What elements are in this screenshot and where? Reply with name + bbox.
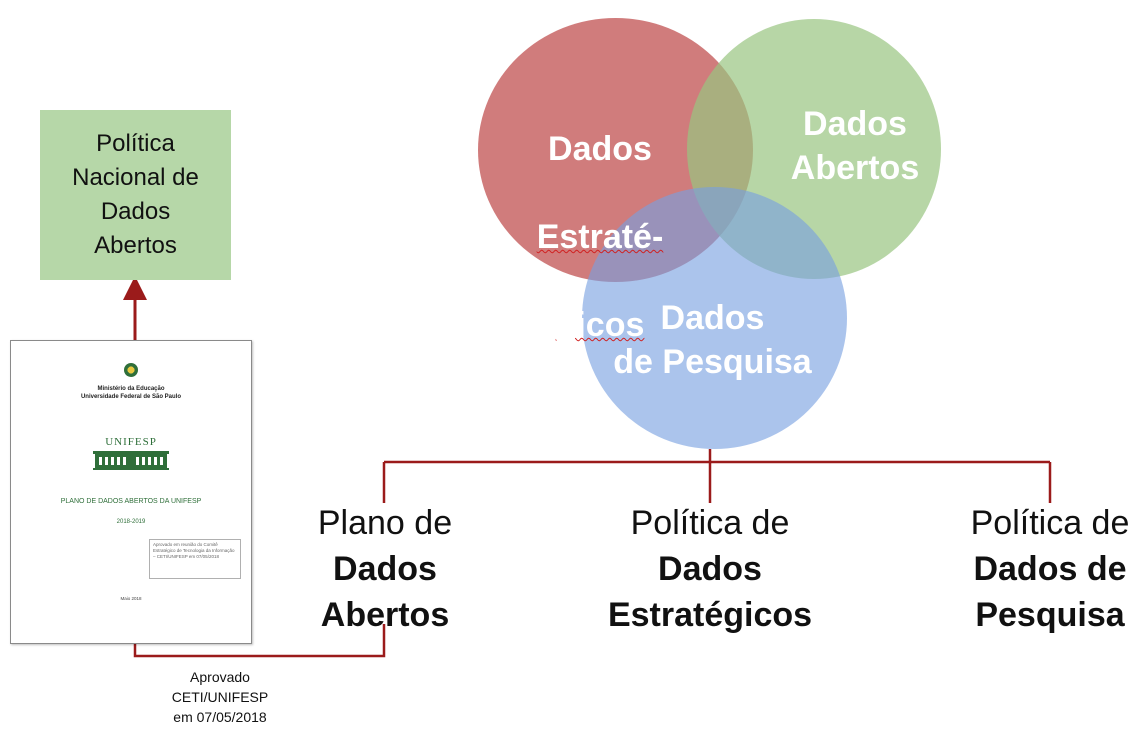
politica-pesq-line1: Política de [970,504,1130,542]
politica-estr-line2: Dados [658,550,762,588]
politica-dados-estrategicos-label: Política de Dados Estratégicos [585,500,835,638]
estrategicos-line1: Dados [548,130,652,168]
label-dados-abertos: Dados Abertos [790,105,920,187]
approval-line3: em 07/05/2018 [173,709,267,725]
politica-pesq-line3: Pesquisa [975,596,1125,634]
approval-line2: CETI/UNIFESP [171,689,269,705]
politica-nacional-label: Política Nacional de Dados Abertos [72,130,199,259]
doc-approval-note: Aprovado em reunião do Comitê Estratégic… [149,539,241,579]
circle-dados-pesquisa [582,187,847,449]
estrategicos-line3: gicos [555,306,645,344]
doc-ministry: Ministério da Educação [97,386,165,392]
label-dados-pesquisa: Dados de Pesquisa [613,299,812,381]
approval-connector [133,624,386,658]
politica-estr-line3: Estratégicos [607,596,813,634]
politica-nacional-box: Política Nacional de Dados Abertos [40,110,231,280]
label-dados-estrategicos: Dados Estraté- gicos [505,83,695,391]
politica-pesq-line2: Dados de [973,550,1127,588]
plan-document-thumbnail: Ministério da Educação Universidade Fede… [10,340,252,644]
doc-title: PLANO DE DADOS ABERTOS DA UNIFESP [60,498,202,505]
approval-caption: Aprovado CETI/UNIFESP em 07/05/2018 [140,667,300,727]
doc-year: 2018-2019 [116,519,146,525]
plano-dados-abertos-label: Plano de Dados Abertos [300,500,470,638]
doc-university: Universidade Federal de São Paulo [80,394,182,400]
doc-brand: UNIFESP [105,436,157,448]
plano-line2: Dados [333,550,437,588]
politica-dados-pesquisa-label: Política de Dados de Pesquisa [955,500,1140,638]
approval-line1: Aprovado [190,669,250,685]
estrategicos-line2: Estraté- [536,218,664,256]
plano-line3: Abertos [320,596,450,634]
unifesp-building-logo-icon [93,451,169,470]
politica-estr-line1: Política de [630,504,790,542]
doc-footer-date: Maio 2018 [120,596,142,601]
plano-line1: Plano de [317,504,453,542]
brazil-emblem-icon [124,363,138,377]
